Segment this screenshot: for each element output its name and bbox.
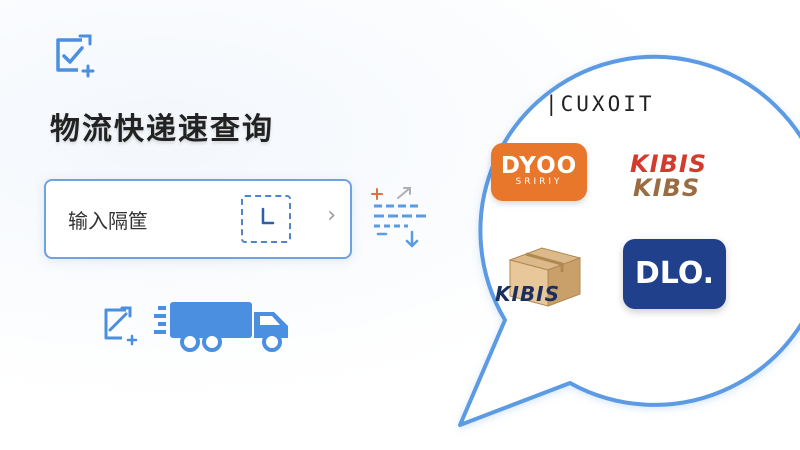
delivery-truck-icon (154, 302, 288, 352)
dyoo-logo-text: DYOO (500, 153, 578, 179)
speech-bubble (458, 54, 800, 427)
tracking-number-input[interactable]: 输入隔筐 (68, 209, 148, 233)
brand-cuxoit-logo[interactable]: |CUXOIT (545, 92, 655, 116)
brand-kibis-logo-top[interactable]: KIBIS (630, 150, 708, 178)
clock-icon (261, 207, 275, 225)
chevron-right-icon[interactable]: › (327, 203, 336, 228)
edit-checklist-icon (56, 34, 95, 78)
page-title: 物流快递速查询 (50, 112, 274, 147)
tracking-search-box[interactable]: 输入隔筐 › (44, 179, 352, 259)
package-box-icon (508, 247, 582, 307)
clock-button[interactable] (241, 195, 291, 243)
connector-arrows (371, 187, 428, 248)
dyoo-logo-subtext: SRIRIY (515, 177, 563, 187)
edit-checklist-icon (104, 306, 138, 346)
brand-dyoo-logo[interactable]: DYOO SRIRIY (491, 143, 587, 201)
brand-dlo-logo[interactable]: DLO. (623, 239, 726, 309)
brand-kibis-box-logo[interactable]: KIBIS (495, 282, 561, 306)
brand-kibis-logo-bottom[interactable]: KIBS (633, 174, 701, 202)
